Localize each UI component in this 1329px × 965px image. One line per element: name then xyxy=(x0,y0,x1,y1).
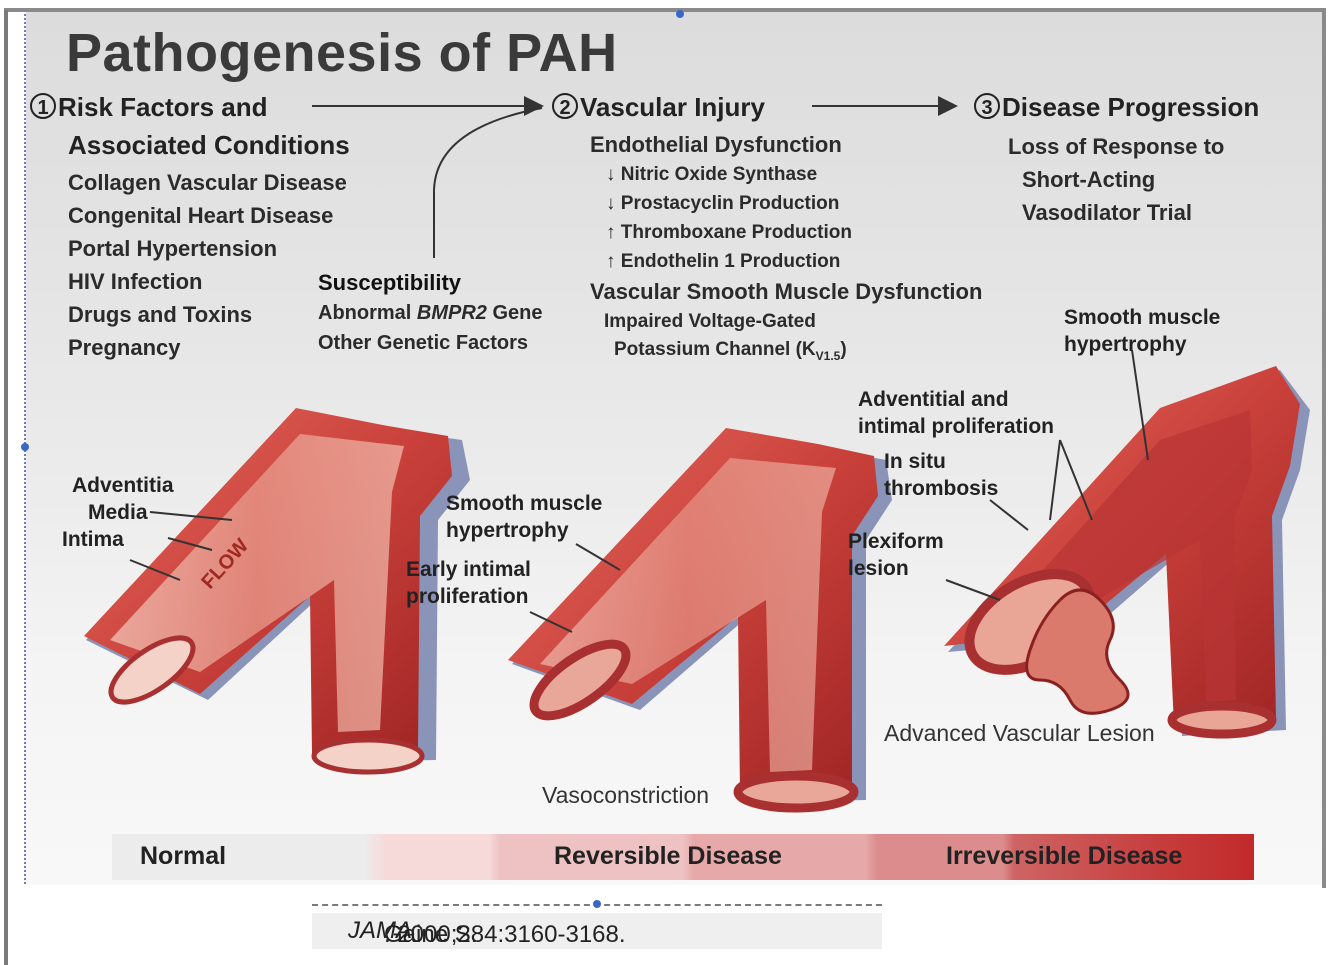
susceptibility-block: Susceptibility Abnormal BMPR2 Gene Other… xyxy=(318,268,543,358)
susceptibility-item: Abnormal BMPR2 Gene xyxy=(318,298,543,328)
stage-3-number: 3 xyxy=(974,93,1000,119)
progression-item: Short-Acting xyxy=(1022,163,1224,196)
stage-1-heading-line2: Associated Conditions xyxy=(68,130,350,161)
citation-box[interactable]: Gaine S. JAMA. 2000;284:3160-3168. xyxy=(312,913,882,949)
endothelial-item: ↑ Endothelin 1 Production xyxy=(606,247,982,276)
smooth-muscle-heading: Vascular Smooth Muscle Dysfunction xyxy=(590,276,982,308)
stage-3-title: Disease Progression xyxy=(1002,92,1259,122)
bar-label-reversible: Reversible Disease xyxy=(554,842,782,871)
risk-factor-item: Drugs and Toxins xyxy=(68,298,347,331)
vasoconstriction-caption: Vasoconstriction xyxy=(542,782,709,809)
stage-1-title: Risk Factors and xyxy=(58,92,268,122)
selection-handle-left[interactable] xyxy=(21,443,29,451)
risk-factor-item: HIV Infection xyxy=(68,265,347,298)
susceptibility-heading: Susceptibility xyxy=(318,268,543,298)
bar-label-irreversible: Irreversible Disease xyxy=(946,842,1182,871)
selection-handle-top[interactable] xyxy=(676,10,684,18)
susceptibility-item: Other Genetic Factors xyxy=(318,328,543,358)
progression-item: Loss of Response to xyxy=(1008,130,1224,163)
media-label: Media xyxy=(88,499,148,526)
progression-item: Vasodilator Trial xyxy=(1022,196,1224,229)
risk-factor-list: Collagen Vascular Disease Congenital Hea… xyxy=(68,166,347,364)
bar-label-normal: Normal xyxy=(140,842,226,871)
stage-1-number: 1 xyxy=(30,93,56,119)
endothelial-item: ↑ Thromboxane Production xyxy=(606,218,982,247)
endothelial-item: ↓ Nitric Oxide Synthase xyxy=(606,160,982,189)
adventitia-label: Adventitia xyxy=(72,472,174,499)
selection-handle-citation[interactable] xyxy=(593,900,601,908)
endothelial-heading: Endothelial Dysfunction xyxy=(590,130,982,160)
citation-text: Gaine S. JAMA. 2000;284:3160-3168. xyxy=(348,917,412,945)
endothelial-list: ↓ Nitric Oxide Synthase ↓ Prostacyclin P… xyxy=(606,160,982,276)
potassium-channel-item: Potassium Channel (KV1.5) xyxy=(614,336,982,370)
vessel-reversible xyxy=(508,428,892,808)
vascular-injury-block: Endothelial Dysfunction ↓ Nitric Oxide S… xyxy=(590,130,982,370)
stage-2-title: Vascular Injury xyxy=(580,92,765,122)
advanced-lesion-caption: Advanced Vascular Lesion xyxy=(884,720,1155,747)
stage-2-number: 2 xyxy=(552,93,578,119)
endothelial-item: ↓ Prostacyclin Production xyxy=(606,189,982,218)
smooth-muscle-item: Impaired Voltage-Gated xyxy=(604,308,982,336)
risk-factor-item: Pregnancy xyxy=(68,331,347,364)
page-title: Pathogenesis of PAH xyxy=(66,22,618,84)
risk-factor-item: Portal Hypertension xyxy=(68,232,347,265)
risk-factor-item: Collagen Vascular Disease xyxy=(68,166,347,199)
arrow-susceptibility xyxy=(434,108,542,258)
progression-list: Loss of Response to Short-Acting Vasodil… xyxy=(1008,130,1224,229)
risk-factor-item: Congenital Heart Disease xyxy=(68,199,347,232)
intima-label: Intima xyxy=(62,526,124,553)
gene-name: BMPR2 xyxy=(417,302,487,324)
